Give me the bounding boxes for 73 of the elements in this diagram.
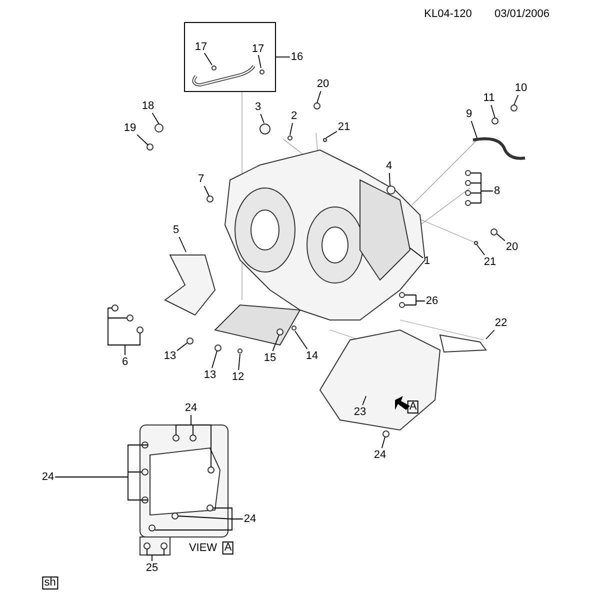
callout-number: 17 <box>252 43 264 55</box>
callout-number: 17 <box>194 41 208 53</box>
leader-line <box>470 172 494 204</box>
leader-line <box>294 330 308 350</box>
callout-number: 11 <box>483 92 495 104</box>
leader-line <box>316 90 322 104</box>
callout-number: 20 <box>316 78 330 90</box>
leader-line <box>290 122 293 136</box>
leader-line <box>470 120 478 138</box>
callout-number: 18 <box>142 100 154 112</box>
callout-number: 1 <box>424 255 430 267</box>
callout-number: 24 <box>374 449 386 461</box>
callout-number: 2 <box>290 110 298 122</box>
callout-number: 10 <box>514 82 528 94</box>
label-text: KL04-120 <box>424 8 472 20</box>
leader-line <box>490 104 496 118</box>
leader-line <box>476 244 486 256</box>
leader-line <box>178 236 186 252</box>
callout-number: 16 <box>290 51 304 63</box>
callout-number: 26 <box>426 295 438 307</box>
leader-line <box>108 308 140 356</box>
label-text: VIEW <box>188 542 218 554</box>
leader-line <box>154 508 244 530</box>
callout-number: 24 <box>184 402 198 414</box>
leader-line <box>212 350 218 368</box>
leader-line <box>176 342 188 352</box>
callout-number: 23 <box>354 406 366 418</box>
leader-line <box>514 94 519 106</box>
callout-number: 24 <box>42 471 54 483</box>
leader-line <box>238 354 240 370</box>
leader-line <box>388 172 390 186</box>
leader-line <box>260 114 264 124</box>
callout-number: 24 <box>244 513 256 525</box>
leader-line <box>258 54 262 68</box>
callout-number: 7 <box>198 173 204 185</box>
leader-line <box>136 134 148 146</box>
leader-line <box>381 436 386 448</box>
leader-line <box>176 414 212 468</box>
leader-line <box>152 112 160 124</box>
leader-line <box>486 330 495 340</box>
leader-line <box>272 334 280 352</box>
callout-number: 8 <box>494 185 500 197</box>
callout-number: 15 <box>264 352 276 364</box>
label-text: 03/01/2006 <box>494 8 550 20</box>
leader-line <box>146 548 164 562</box>
callout-number: 3 <box>254 101 262 113</box>
drawing-code: sh <box>42 576 58 590</box>
callout-number: 4 <box>386 160 392 172</box>
leader-line <box>54 444 148 500</box>
callout-number: 13 <box>164 350 176 362</box>
callout-number: 25 <box>146 562 158 574</box>
leader-line <box>326 130 338 138</box>
callout-number: 19 <box>124 122 136 134</box>
view-marker: A <box>222 542 234 554</box>
view-marker: A <box>407 400 419 414</box>
callout-number: 21 <box>484 256 496 268</box>
leader-line <box>204 52 212 66</box>
callout-number: 20 <box>506 241 518 253</box>
callout-number: 14 <box>306 350 318 362</box>
callout-number: 22 <box>494 317 508 329</box>
callout-number: 9 <box>466 108 472 120</box>
callout-number: 13 <box>204 369 216 381</box>
leader-line <box>276 56 290 58</box>
callout-number: 5 <box>172 224 180 236</box>
callout-number: 21 <box>338 121 350 133</box>
leader-line <box>496 234 506 242</box>
leader-line <box>404 294 426 306</box>
callout-number: 6 <box>122 356 128 368</box>
leader-line <box>362 396 366 406</box>
parts-inset-box <box>184 22 276 92</box>
callout-number: 12 <box>232 371 244 383</box>
leader-line <box>204 186 210 196</box>
leader-line <box>410 248 424 258</box>
